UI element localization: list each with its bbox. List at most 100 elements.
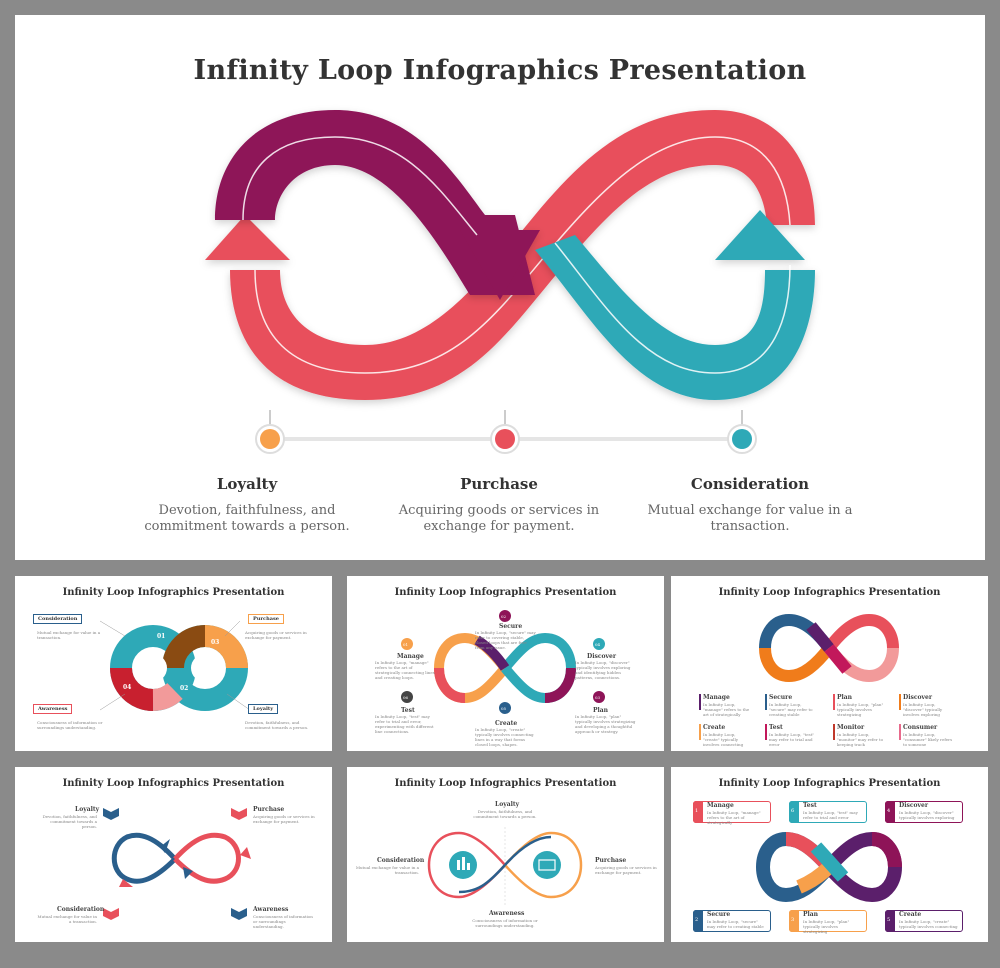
legend-color-bar xyxy=(833,724,835,740)
step-desc: In Infinity Loop, "secure" may refer to … xyxy=(707,919,764,929)
thumbnail-slide-3[interactable]: Infinity Loop Infographics Presentation … xyxy=(671,576,988,751)
boxed-infinity-graphic xyxy=(755,831,903,903)
step-number: 6 xyxy=(791,808,795,814)
thumbnail-title: Infinity Loop Infographics Presentation xyxy=(394,587,617,598)
step-number: 05 xyxy=(501,706,507,711)
caption-heading: Consideration xyxy=(690,475,810,493)
step-desc: In Infinity Loop, "manage" refers to the… xyxy=(707,810,761,825)
caption-text-line: Acquiring goods or services in xyxy=(398,503,600,518)
step-number: 02 xyxy=(501,614,507,619)
step-label-secure: Secure xyxy=(499,623,523,630)
step-desc: In Infinity Loop, "manage" refers to the… xyxy=(375,660,435,680)
caption-purchase: Purchase Acquiring goods or services in … xyxy=(384,475,614,535)
label-consideration: Consideration xyxy=(57,906,105,913)
step-desc: In Infinity Loop, "create" typically inv… xyxy=(899,919,958,929)
step-desc: In Infinity Loop, "discover" typically i… xyxy=(575,660,631,680)
legend-desc: In Infinity Loop, "consumer" likely refe… xyxy=(903,732,953,747)
legend-desc: In Infinity Loop, "secure" may refer to … xyxy=(769,702,813,717)
thumbnail-title: Infinity Loop Infographics Presentation xyxy=(718,778,941,789)
step-desc: In Infinity Loop, "plan" typically invol… xyxy=(803,919,850,934)
legend-color-bar xyxy=(899,694,901,710)
segment-number: 04 xyxy=(123,684,132,691)
thumbnail-title: Infinity Loop Infographics Presentation xyxy=(62,778,285,789)
thumbnail-title: Infinity Loop Infographics Presentation xyxy=(62,587,285,598)
legend-label: Secure xyxy=(769,694,793,701)
legend-desc: In Infinity Loop, "monitor" may refer to… xyxy=(837,732,883,747)
timeline-dot-loyalty xyxy=(260,429,280,449)
label-loyalty: Loyalty xyxy=(495,801,520,808)
step-number: 1 xyxy=(695,808,699,814)
thumbnail-slide-4[interactable]: Infinity Loop Infographics Presentation … xyxy=(15,767,332,942)
step-label: Test xyxy=(803,802,817,809)
label-loyalty: Loyalty xyxy=(248,704,279,714)
desc-awareness: Consciousness of information or surround… xyxy=(37,720,103,730)
legend-color-bar xyxy=(699,724,701,740)
desc-awareness: Consciousness of information or surround… xyxy=(253,914,313,929)
six-step-infinity-graphic xyxy=(401,610,605,714)
step-label-create: Create xyxy=(495,720,518,727)
desc-consideration: Mutual exchange for value in a transacti… xyxy=(37,630,101,640)
caption-heading: Purchase xyxy=(460,475,538,493)
legend-label: Monitor xyxy=(837,724,865,731)
legend-label: Consumer xyxy=(903,724,938,731)
legend-color-bar xyxy=(765,694,767,710)
desc-purchase: Acquiring goods or services in exchange … xyxy=(253,814,315,824)
step-number: 04 xyxy=(595,642,601,647)
label-purchase: Purchase xyxy=(595,857,627,864)
label-consideration: Consideration xyxy=(377,857,425,864)
thumbnail-slide-6[interactable]: Infinity Loop Infographics Presentation … xyxy=(671,767,988,942)
legend-color-bar xyxy=(699,694,701,710)
label-loyalty: Loyalty xyxy=(75,806,100,813)
step-desc: In Infinity Loop, "secure" may refer to … xyxy=(475,630,536,650)
label-purchase: Purchase xyxy=(253,806,285,813)
legend-desc: In Infinity Loop, "discover" typically i… xyxy=(903,702,943,717)
legend-color-bar xyxy=(833,694,835,710)
thumbnail-slide-1[interactable]: Infinity Loop Infographics Presentation … xyxy=(15,576,332,751)
label-consideration: Consideration xyxy=(33,614,83,624)
caption-heading: Loyalty xyxy=(216,475,278,493)
desc-purchase: Acquiring goods or services in exchange … xyxy=(595,865,657,875)
loop-purple-segment xyxy=(215,110,540,300)
step-desc: In Infinity Loop, "plan" typically invol… xyxy=(575,714,636,734)
label-awareness: Awareness xyxy=(253,906,289,913)
legend-color-bar xyxy=(899,724,901,740)
loop-teal-segment xyxy=(535,210,815,400)
step-number: 06 xyxy=(403,695,409,700)
thumbnail-title: Infinity Loop Infographics Presentation xyxy=(394,778,617,789)
step-number: 01 xyxy=(403,642,409,647)
step-label: Manage xyxy=(707,802,734,809)
step-number: 03 xyxy=(595,695,601,700)
legend-label: Create xyxy=(703,724,726,731)
step-label: Plan xyxy=(803,911,819,918)
thumbnail-slide-2[interactable]: Infinity Loop Infographics Presentation … xyxy=(347,576,664,751)
segment-number: 03 xyxy=(211,639,220,646)
label-purchase: Purchase xyxy=(248,614,284,624)
step-number: 4 xyxy=(887,808,891,814)
label-awareness: Awareness xyxy=(489,910,525,917)
step-desc: In Infinity Loop, "create" typically inv… xyxy=(475,727,534,747)
caption-loyalty: Loyalty Devotion, faithfulness, and comm… xyxy=(132,475,362,535)
desc-loyalty: Devotion, faithfulness, and commitment t… xyxy=(473,809,537,819)
desc-loyalty: Devotion, faithfulness, and commitment t… xyxy=(42,814,97,829)
step-number: 3 xyxy=(791,917,795,923)
main-slide[interactable]: Infinity Loop Infographics Presentation xyxy=(15,15,985,560)
legend-label: Manage xyxy=(703,694,730,701)
legend-color-bar xyxy=(765,724,767,740)
caption-text-line: Devotion, faithfulness, and xyxy=(158,503,336,518)
legend-label: Discover xyxy=(903,694,932,701)
desc-purchase: Acquiring goods or services in exchange … xyxy=(245,630,307,640)
step-label-plan: Plan xyxy=(593,707,609,714)
timeline-dot-consideration xyxy=(732,429,752,449)
legend-desc: In Infinity Loop, "test" may refer to tr… xyxy=(769,732,815,747)
caption-text-line: exchange for payment. xyxy=(423,519,575,534)
legend-desc: In Infinity Loop, "plan" typically invol… xyxy=(837,702,884,717)
desc-consideration: Mutual exchange for value in a transacti… xyxy=(37,914,97,924)
circle-infinity-graphic xyxy=(99,620,251,711)
thumbnail-slide-5[interactable]: Infinity Loop Infographics Presentation … xyxy=(347,767,664,942)
segment-number: 02 xyxy=(180,685,189,692)
step-label-discover: Discover xyxy=(587,653,616,660)
circular-infinity-graphic xyxy=(427,827,583,907)
infinity-loop-graphic xyxy=(205,110,815,454)
step-label-manage: Manage xyxy=(397,653,424,660)
desc-awareness: Consciousness of information or surround… xyxy=(472,918,538,928)
